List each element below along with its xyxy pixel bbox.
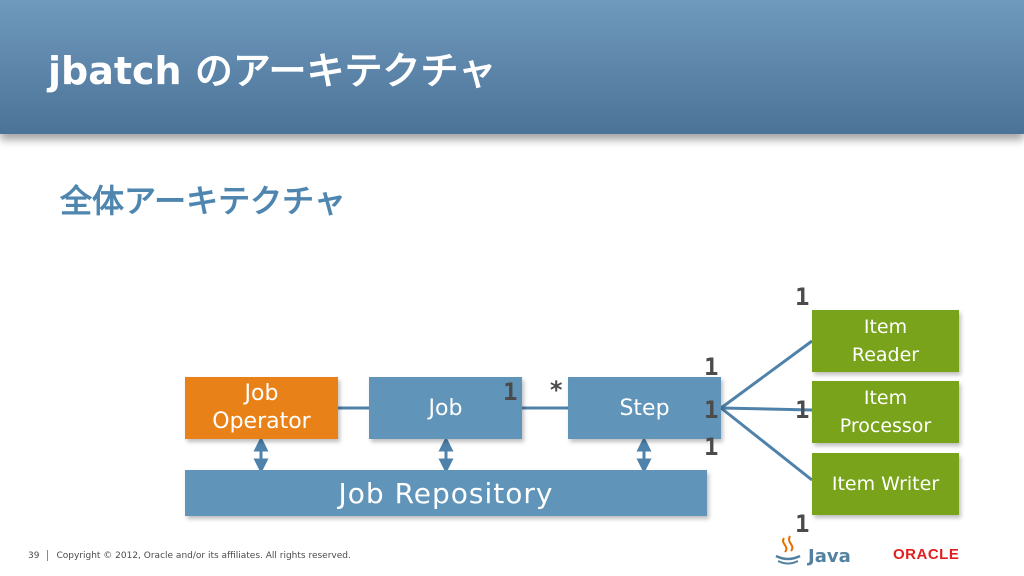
java-logo: Java (770, 532, 860, 572)
item-reader-label-line2: Reader (851, 344, 920, 366)
item-processor-label-line2: Processor (839, 415, 932, 437)
java-cup-icon: Java (775, 535, 851, 567)
step-reader-connector (720, 339, 813, 410)
section-subtitle: 全体アーキテクチャ (60, 182, 346, 220)
multiplicity-step-writer: 1 (704, 433, 719, 461)
slide-title: jbatch のアーキテクチャ (48, 49, 497, 93)
multiplicity-writer: 1 (795, 510, 810, 538)
multiplicity-step-many: * (549, 376, 564, 404)
job-label: Job (428, 395, 463, 421)
copyright-text: Copyright © 2012, Oracle and/or its affi… (56, 551, 351, 561)
java-wordmark: Java (806, 546, 851, 567)
multiplicity-job: 1 (503, 378, 518, 406)
job-operator-box: Job Operator (185, 377, 338, 439)
multiplicity-step-processor: 1 (704, 396, 719, 424)
footer-divider (47, 550, 49, 561)
job-operator-label-line1: Job (244, 381, 279, 406)
job-operator-label-line2: Operator (212, 409, 311, 434)
item-writer-label: Item Writer (831, 473, 940, 495)
step-label: Step (619, 395, 670, 421)
step-box: Step (568, 377, 721, 439)
item-writer-box: Item Writer (812, 453, 959, 515)
slide-header: jbatch のアーキテクチャ (0, 0, 1024, 134)
job-box: Job (369, 377, 522, 439)
item-reader-box: Item Reader (812, 310, 959, 372)
multiplicity-step-reader: 1 (704, 353, 719, 381)
step-writer-connector (720, 406, 813, 482)
page-number: 39 (28, 551, 40, 561)
item-processor-label-line1: Item (863, 387, 908, 409)
multiplicity-reader: 1 (795, 283, 810, 311)
job-repository-label: Job Repository (338, 476, 554, 510)
item-processor-box: Item Processor (812, 381, 959, 443)
oracle-logo: ORACLE (893, 546, 960, 563)
slide-footer: 39 Copyright © 2012, Oracle and/or its af… (28, 550, 351, 561)
step-processor-connector (720, 406, 813, 412)
job-repository-box: Job Repository (185, 470, 707, 516)
item-reader-label-line1: Item (863, 316, 908, 338)
multiplicity-processor: 1 (795, 396, 810, 424)
